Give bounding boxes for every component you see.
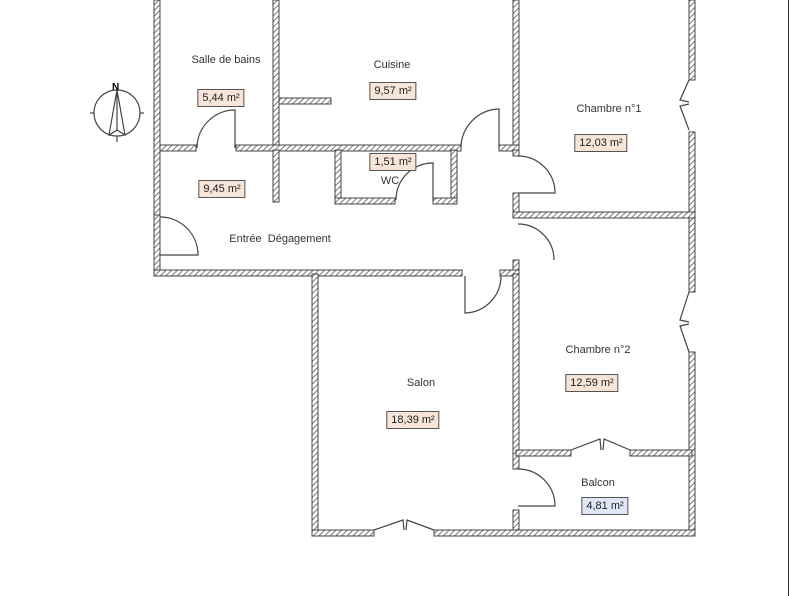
window-salon: [373, 519, 435, 531]
wall-salon-left: [311, 273, 319, 537]
wall-chambre2-right-b: [688, 351, 696, 537]
room-label-bathroom: Salle de bains: [191, 54, 261, 66]
door-entry[interactable]: [159, 216, 199, 256]
area-badge-salon: 18,39 m²: [386, 411, 440, 429]
wall-wc-bottom-a: [334, 197, 396, 205]
wall-salon-bottom-a: [311, 529, 375, 537]
room-label-entree: Entrée Dégagement: [229, 233, 331, 245]
wall-salon-bottom-b: [433, 529, 696, 537]
wall-hall-bottom-a: [153, 269, 463, 277]
wall-bath-kitchen: [272, 0, 280, 151]
window-chambre1: [679, 79, 690, 131]
wall-hall-right-a: [512, 149, 520, 157]
door-salon[interactable]: [464, 275, 502, 314]
window-chambre2-balcony: [570, 438, 631, 451]
wall-salon-right-a: [512, 273, 520, 470]
wall-wc-left: [334, 149, 342, 205]
door-chambre2[interactable]: [517, 223, 555, 261]
door-chambre1[interactable]: [517, 155, 556, 194]
area-badge-entree: 9,45 m²: [198, 180, 246, 198]
wall-kitchen-stub: [278, 97, 332, 105]
area-badge-chambre2: 12,59 m²: [565, 374, 619, 392]
compass-north-label: N: [112, 82, 119, 93]
wall-chambre1-bottom: [512, 211, 696, 219]
wall-entry-left-a: [153, 0, 161, 216]
wall-chambre1-right: [688, 0, 696, 81]
door-wc[interactable]: [395, 162, 434, 201]
area-badge-bathroom: 5,44 m²: [197, 89, 245, 107]
window-chambre2: [679, 291, 690, 353]
wall-chambre2-bottom-b: [629, 449, 693, 457]
wall-hall-bottom-b: [499, 269, 520, 277]
page-border: [788, 0, 789, 596]
door-balcony[interactable]: [517, 468, 556, 507]
wall-top-hall-b: [235, 144, 462, 152]
room-label-wc: WC: [380, 175, 400, 187]
wall-hall-partition: [272, 149, 280, 203]
area-badge-balcony: 4,81 m²: [581, 497, 629, 515]
wall-chambre1-right-lower: [688, 131, 696, 219]
area-badge-wc: 1,51 m²: [369, 153, 417, 171]
room-label-kitchen: Cuisine: [373, 59, 411, 71]
wall-wc-right: [450, 149, 458, 205]
area-badge-chambre1: 12,03 m²: [574, 134, 628, 152]
wall-chambre2-right-a: [688, 217, 696, 293]
room-label-chambre1: Chambre n°1: [576, 103, 642, 115]
wall-wc-bottom-b: [432, 197, 458, 205]
door-bathroom[interactable]: [196, 109, 236, 149]
wall-kitchen-right: [512, 0, 520, 151]
room-label-salon: Salon: [406, 377, 436, 389]
compass-icon: [90, 89, 144, 142]
room-label-chambre2: Chambre n°2: [565, 344, 631, 356]
room-label-balcony: Balcon: [581, 477, 615, 489]
area-badge-kitchen: 9,57 m²: [369, 82, 417, 100]
door-kitchen[interactable]: [460, 108, 500, 149]
wall-chambre2-bottom-a: [515, 449, 572, 457]
